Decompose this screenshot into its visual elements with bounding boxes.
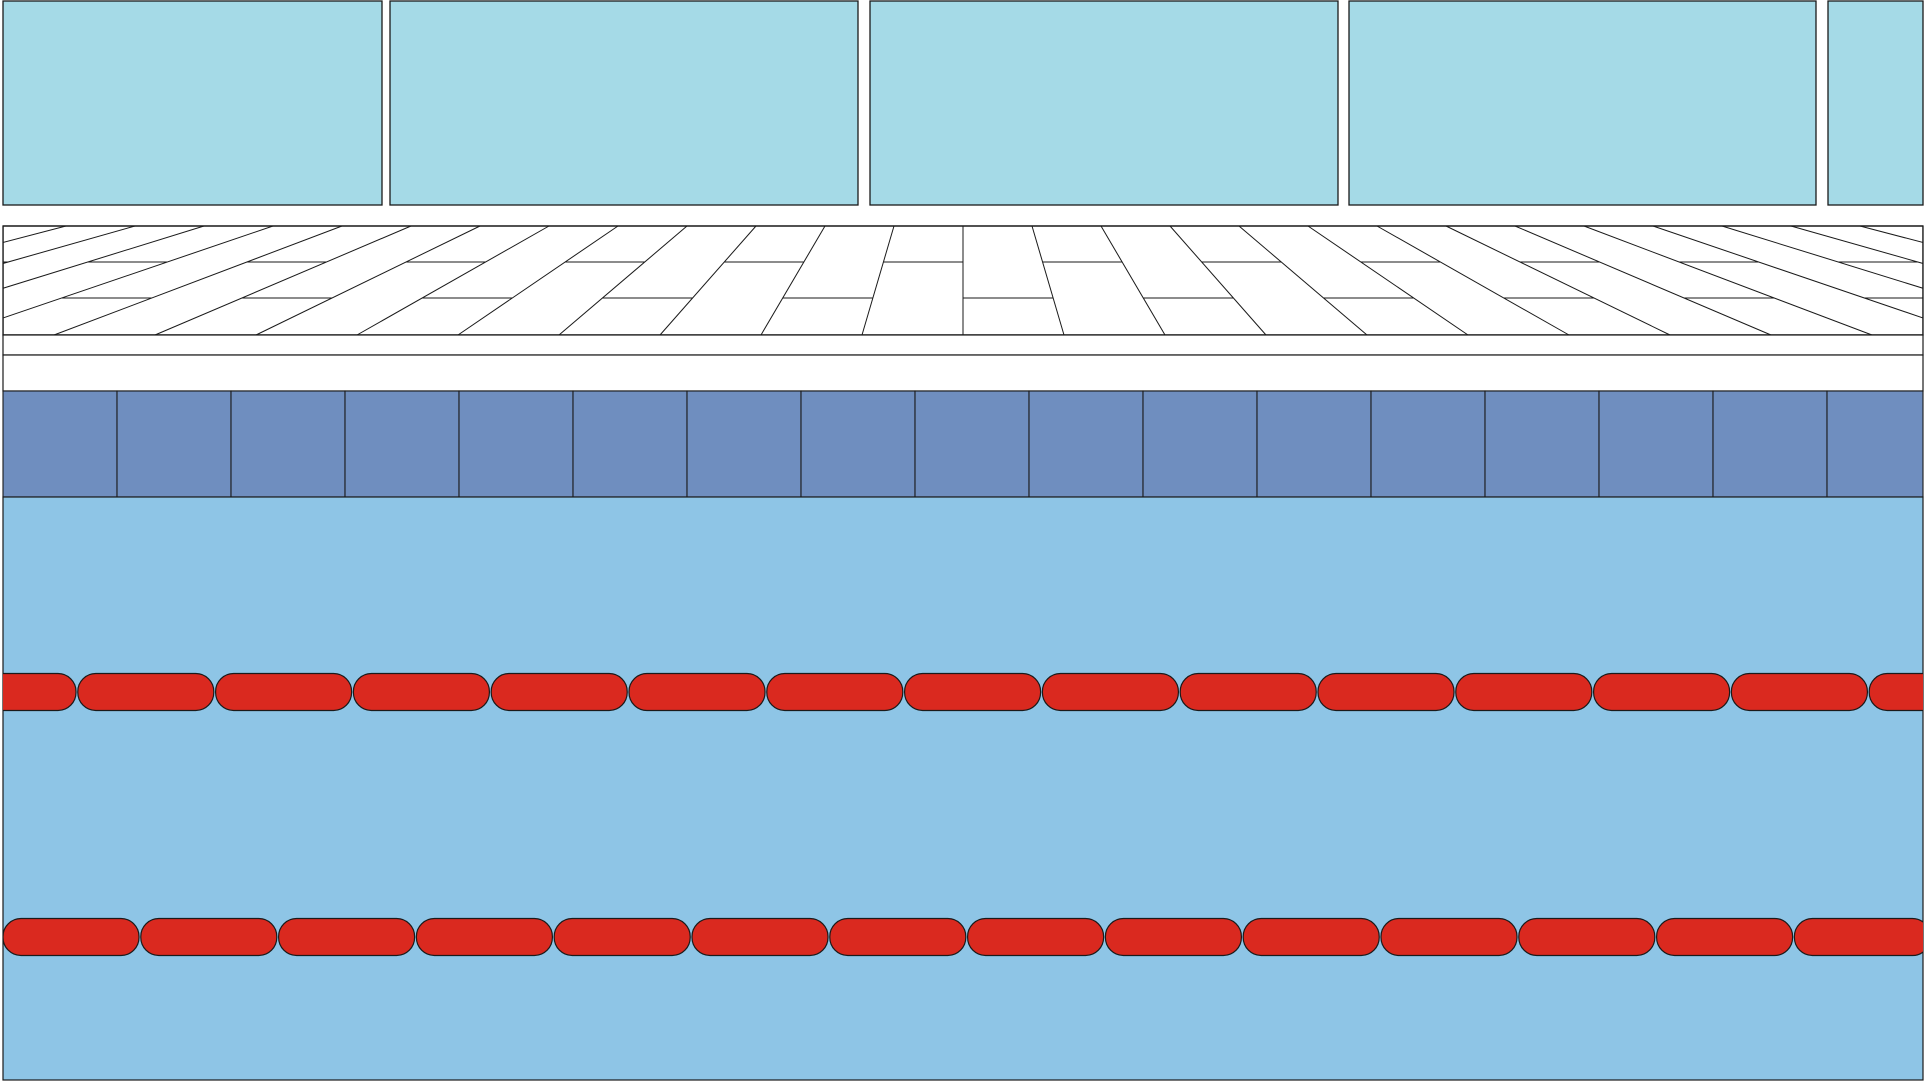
wall-tile — [914, 390, 1030, 498]
wall-tile — [572, 390, 688, 498]
wall-tile — [1028, 390, 1144, 498]
lane-float — [490, 672, 628, 712]
deck-plank-seam — [0, 225, 205, 290]
lane-float — [1868, 672, 1923, 712]
wall-tile — [800, 390, 916, 498]
lane-float — [1592, 672, 1731, 712]
gutter-strip — [2, 354, 1924, 392]
lane-float — [966, 917, 1105, 957]
gutter-strip — [2, 334, 1924, 356]
lane-float — [766, 672, 904, 712]
wall-tile — [2, 390, 118, 498]
lane-float — [1242, 917, 1380, 957]
wall-tile — [230, 390, 346, 498]
window-pane — [2, 0, 383, 206]
lane-float — [1380, 917, 1518, 957]
deck-plank-seam — [1376, 225, 1570, 336]
lane-float — [352, 672, 490, 712]
windows — [2, 0, 1924, 206]
deck-plank-seam — [1307, 225, 1469, 336]
lane-float — [1041, 672, 1180, 712]
lane-float — [1455, 672, 1593, 712]
lane-float — [1104, 917, 1243, 957]
wall-tile — [1712, 390, 1828, 498]
deck-plank-seam — [1583, 225, 1873, 336]
wall-tile — [116, 390, 232, 498]
deck-plank-seam — [1514, 225, 1772, 336]
deck-plank-seam — [1721, 225, 1926, 290]
lane-float — [1730, 672, 1869, 712]
lane-float — [215, 672, 353, 712]
wall-tile — [1142, 390, 1258, 498]
lane-float — [1793, 917, 1923, 957]
wall-tile — [458, 390, 574, 498]
wall-tile — [1484, 390, 1600, 498]
pool-water — [2, 496, 1924, 1081]
deck-plank-seam — [558, 225, 688, 336]
lane-float — [77, 672, 215, 712]
water-surface — [2, 496, 1924, 1081]
lane-float — [1655, 917, 1794, 957]
wall-tile — [1370, 390, 1486, 498]
window-pane — [869, 0, 1339, 206]
deck-edge-mask — [1923, 225, 1926, 336]
wall-tile — [344, 390, 460, 498]
deck-plank-seam — [1031, 225, 1065, 336]
pool-gutter — [2, 334, 1924, 392]
window-pane — [389, 0, 859, 206]
deck-plank-seam — [356, 225, 550, 336]
lane-float — [691, 917, 829, 957]
lane-line — [3, 672, 1923, 712]
lane-lines — [3, 672, 1923, 957]
deck-plank-seam — [1100, 225, 1166, 336]
deck-plank-seam — [1169, 225, 1267, 336]
lane-float — [628, 672, 766, 712]
deck-plank-seam — [659, 225, 757, 336]
lane-float — [415, 917, 553, 957]
deck-plank-seam — [53, 225, 343, 336]
deck-plank-seam — [1238, 225, 1368, 336]
lane-float — [1179, 672, 1317, 712]
window-pane — [1348, 0, 1817, 206]
lane-float — [829, 917, 967, 957]
wall-tile — [686, 390, 802, 498]
deck-plank-seam — [154, 225, 412, 336]
lane-float — [278, 917, 416, 957]
deck-edge-mask — [0, 225, 3, 336]
deck-plank-seam — [760, 225, 826, 336]
window-pane — [1827, 0, 1924, 206]
lane-float — [140, 917, 278, 957]
tile-border — [2, 390, 1924, 498]
deck-plank-seam — [0, 225, 136, 265]
deck — [0, 225, 1926, 336]
wall-tile — [1256, 390, 1372, 498]
lane-float — [1317, 672, 1455, 712]
wall-tile — [1598, 390, 1714, 498]
lane-line — [3, 917, 1923, 957]
deck-plank-seam — [255, 225, 481, 336]
deck-plank-seam — [861, 225, 895, 336]
lane-float — [3, 672, 77, 712]
deck-plank-seam — [457, 225, 619, 336]
lane-float — [903, 672, 1042, 712]
lane-float — [3, 917, 140, 957]
lane-float — [553, 917, 691, 957]
deck-plank-seam — [0, 225, 274, 320]
deck-plank-seam — [1445, 225, 1671, 336]
deck-plank-seam — [1790, 225, 1926, 265]
wall-tile — [1826, 390, 1924, 498]
deck-plank-seam — [1652, 225, 1926, 320]
lane-float — [1518, 917, 1656, 957]
